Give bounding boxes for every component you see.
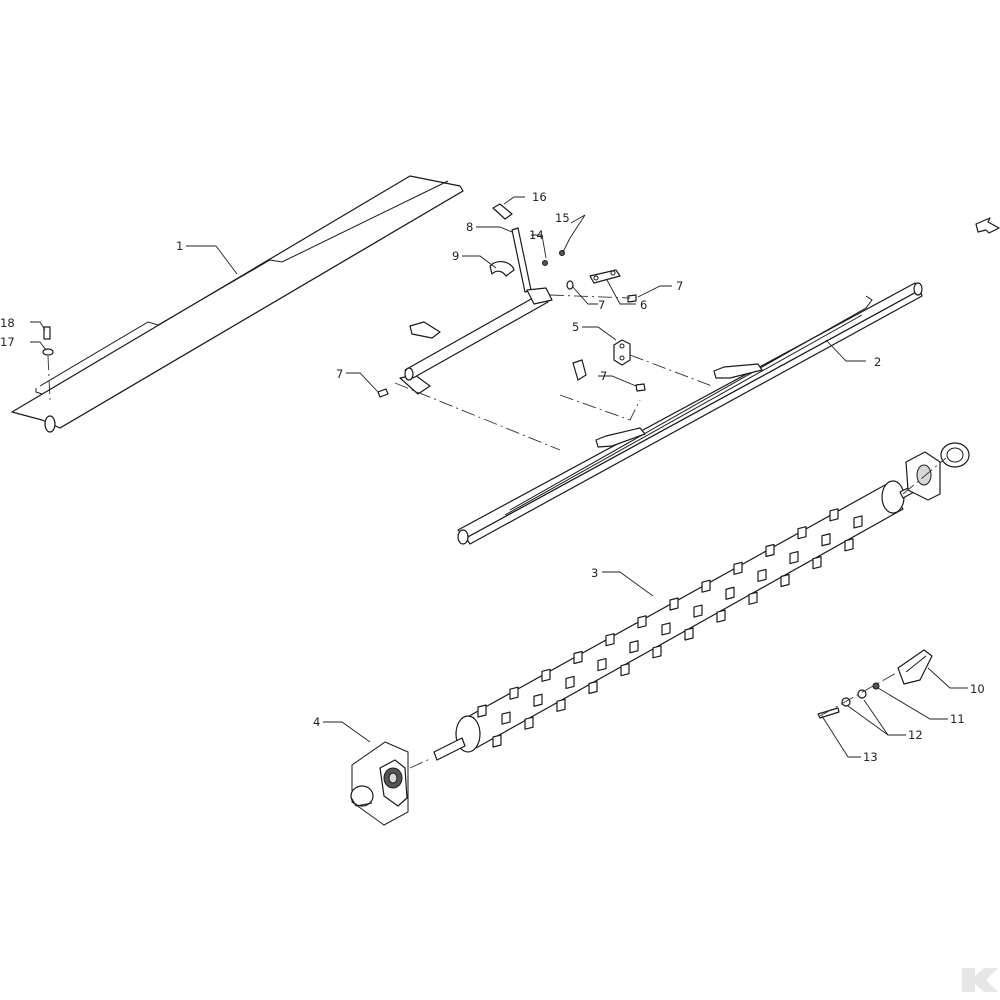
roller-spike (812, 556, 822, 570)
callout-7-b: 7 (598, 298, 605, 312)
callout-7-c: 7 (600, 369, 607, 383)
roller-spike (492, 734, 502, 748)
roller-spike (565, 675, 575, 690)
roller-spike (588, 680, 598, 695)
roller-spike (597, 657, 607, 672)
callout-16: 16 (532, 190, 547, 204)
callout-7-a: 7 (676, 279, 683, 293)
part-bolts (42, 250, 646, 398)
roller-spike (509, 686, 519, 700)
callout-11: 11 (950, 712, 965, 726)
roller-spike (524, 716, 534, 730)
roller-spike (669, 597, 679, 611)
roller-spike (829, 508, 839, 522)
roller-spike (477, 704, 487, 718)
callout-1: 1 (176, 239, 183, 253)
part-cover-plate (11, 175, 464, 433)
callout-labels: 1 2 3 4 5 6 7 7 7 7 8 9 10 11 12 13 14 1… (0, 190, 985, 764)
roller-spike (716, 609, 726, 623)
callout-3: 3 (591, 566, 598, 580)
callout-17: 17 (0, 335, 15, 349)
callout-10: 10 (970, 682, 985, 696)
roller-spike (765, 543, 775, 558)
roller-spike (573, 650, 583, 665)
roller-spike (797, 526, 807, 540)
direction-arrow-icon (975, 217, 1000, 234)
roller-spike (853, 515, 863, 529)
callout-12: 12 (908, 728, 923, 742)
part-link-plate-6 (589, 269, 621, 284)
callout-13: 13 (863, 750, 878, 764)
roller-spike (757, 568, 767, 583)
callout-15: 15 (555, 211, 570, 225)
roller-spike (605, 633, 615, 647)
callout-9: 9 (452, 249, 459, 263)
roller-spike (556, 698, 566, 712)
roller-spike (701, 579, 711, 593)
part-guide-rail (457, 282, 923, 545)
roller-spike (684, 627, 694, 641)
roller-spike (725, 586, 735, 600)
callout-5: 5 (572, 320, 579, 334)
callout-6: 6 (640, 298, 647, 312)
roller-spike (733, 561, 743, 575)
roller-spike (629, 640, 639, 654)
callout-14: 14 (529, 228, 544, 242)
roller-spike (661, 622, 671, 636)
part-pin (492, 203, 513, 220)
callout-2: 2 (874, 355, 881, 369)
roller-spike (789, 550, 799, 565)
callout-4: 4 (313, 715, 320, 729)
roller-spike (693, 604, 703, 618)
part-spiked-roller (433, 480, 915, 761)
roller-spike (541, 668, 551, 682)
part-clip (489, 261, 515, 277)
roller-spike (748, 591, 758, 605)
roller-spike (844, 538, 854, 552)
callout-8: 8 (466, 220, 473, 234)
roller-spike (821, 533, 831, 547)
callout-7-d: 7 (336, 367, 343, 381)
roller-spike (652, 645, 662, 659)
roller-spike (780, 573, 790, 588)
roller-spike (533, 693, 543, 707)
part-bearing-assembly (350, 741, 409, 826)
part-flange-bearing (905, 442, 970, 501)
roller-spike (637, 615, 647, 629)
callout-18: 18 (0, 316, 15, 330)
roller-spike (620, 663, 630, 677)
brand-logo (962, 968, 998, 992)
part-link-plate-5 (613, 339, 631, 366)
part-blade (817, 649, 933, 719)
leader-lines (30, 196, 968, 758)
roller-spike (501, 711, 511, 725)
part-lever-shaft (404, 227, 553, 381)
